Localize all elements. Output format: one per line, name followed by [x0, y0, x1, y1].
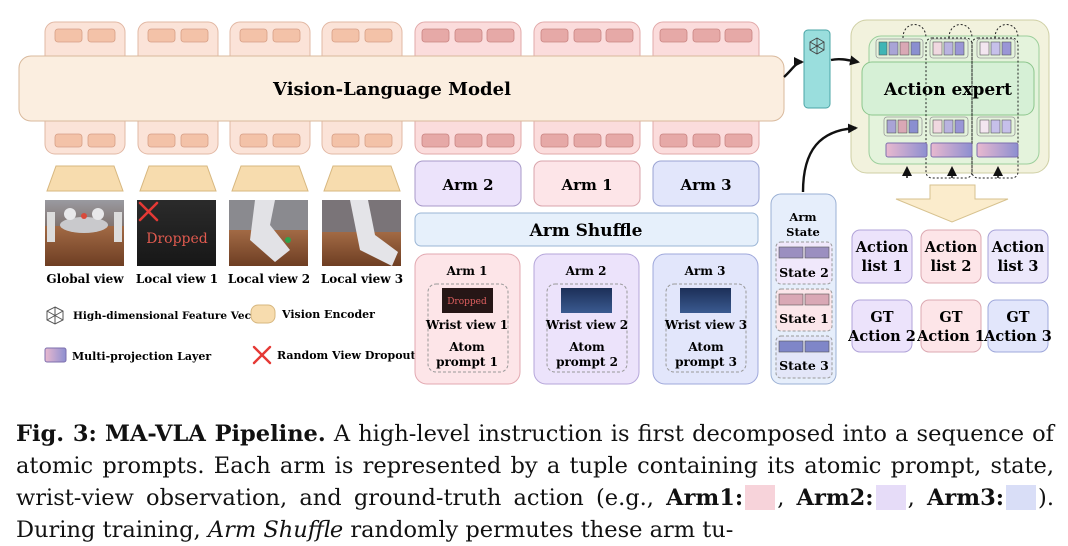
caption-arm3: Arm3:	[926, 485, 1005, 511]
atom-prompt-1-line2: prompt 1	[436, 355, 498, 369]
local-view-1-dropped-label: Dropped	[146, 231, 208, 247]
atom-prompt-2-line2: prompt 2	[556, 355, 618, 369]
legend-projection: Multi-projection Layer	[72, 350, 211, 363]
state-label-b: State 1	[779, 311, 829, 326]
arrow-vlm-to-feature	[783, 57, 804, 78]
state-label-a: State 2	[779, 265, 829, 280]
caption-text-3: randomly permutes these arm tu-	[350, 517, 734, 543]
view-label-local-2: Local view 2	[228, 272, 310, 286]
projection-layer-3	[976, 142, 1019, 158]
gt-action-a-line2: Action 2	[847, 328, 916, 345]
view-label-global: Global view	[46, 272, 124, 286]
arm-shuffle-bar	[414, 212, 759, 247]
gt-action-b-line2: Action 1	[916, 328, 985, 345]
wrist-view-3-image	[680, 288, 731, 313]
action-list-1-box	[851, 229, 913, 284]
global-view-image	[45, 200, 124, 266]
arm-panel-2	[533, 253, 640, 385]
wrist-view-3-label: Wrist view 3	[664, 318, 747, 332]
gt-action-b-line1: GT	[939, 309, 962, 326]
vision-encoders	[46, 165, 401, 192]
arm-row-label-c: Arm 3	[679, 176, 731, 194]
vlm-block	[18, 55, 785, 122]
atom-prompt-2-line1: Atom	[568, 340, 605, 354]
action-list-3-box	[987, 229, 1049, 284]
arm-state-title-1: Arm	[788, 210, 816, 224]
view-label-local-1: Local view 1	[136, 272, 218, 286]
caption-arm1: Arm1:	[666, 485, 744, 511]
wrist-view-1-image	[442, 288, 493, 313]
action-list-2-box	[920, 229, 982, 284]
arm-panel-3-title: Arm 3	[684, 264, 726, 278]
feature-vector-block-icon	[809, 37, 825, 55]
wrist-view-2-image	[561, 288, 612, 313]
arm-state-title-2: State	[786, 225, 820, 239]
arm-box-c	[652, 160, 760, 207]
wrist-view-1-label: Wrist view 1	[425, 318, 508, 332]
action-list-2-line1: Action	[924, 239, 978, 256]
dropout-icon	[138, 201, 159, 222]
arm-box-b	[533, 160, 641, 207]
arm3-swatch	[1006, 485, 1037, 510]
atom-prompt-3-line2: prompt 3	[675, 355, 737, 369]
projection-layer-2	[930, 142, 973, 158]
arm-shuffle-title: Arm Shuffle	[529, 221, 643, 241]
action-list-1-line1: Action	[855, 239, 909, 256]
arrow-feature-to-expert	[830, 55, 860, 66]
state-label-c: State 3	[779, 358, 829, 373]
view-label-local-3: Local view 3	[321, 272, 403, 286]
arm-panel-1-title: Arm 1	[446, 264, 488, 278]
arm-box-a	[414, 160, 522, 207]
action-list-2-line2: list 2	[930, 258, 971, 275]
gt-action-c-line1: GT	[1006, 309, 1029, 326]
gt-action-c-box	[987, 299, 1049, 353]
figure-caption: Fig. 3: MA-VLA Pipeline. A high-level in…	[16, 421, 1055, 543]
action-list-3-line2: list 3	[997, 258, 1038, 275]
feature-vector-icon	[46, 306, 64, 325]
caption-text-1: A high-level instruction is first decomp…	[16, 421, 1055, 511]
atom-prompt-3-line1: Atom	[687, 340, 724, 354]
legend-encoder-swatch	[250, 304, 276, 324]
vlm-title: Vision-Language Model	[272, 79, 511, 100]
caption-shuffle: Arm Shuffle	[207, 517, 344, 543]
arm2-swatch	[875, 485, 906, 510]
caption-label: Fig. 3:	[16, 421, 97, 447]
legend-vision-encoder: Vision Encoder	[281, 308, 375, 321]
arrow-state-to-expert	[801, 123, 858, 193]
local-view-3-image	[322, 200, 401, 266]
local-view-2-image	[229, 200, 308, 266]
output-arrow	[895, 184, 1009, 223]
caption-title: MA-VLA Pipeline.	[104, 421, 326, 447]
arm-row-label-b: Arm 1	[560, 176, 612, 194]
arm-panel-2-title: Arm 2	[565, 264, 607, 278]
atom-prompt-1-line1: Atom	[448, 340, 485, 354]
wrist-view-1-dropped: Dropped	[447, 297, 487, 307]
legend-feature-vector: High-dimensional Feature Vector	[73, 310, 269, 322]
legend-dropout: Random View Dropout	[277, 349, 417, 362]
arm-panel-3	[652, 253, 759, 385]
pipeline-diagram: Vision-Language Model Dropped Global vie…	[18, 19, 1052, 385]
gt-action-c-line2: Action 3	[983, 328, 1052, 345]
action-expert-title: Action expert	[883, 80, 1012, 100]
projection-layer-1	[885, 142, 928, 158]
gt-action-a-box	[851, 299, 913, 353]
action-list-1-line2: list 1	[861, 258, 902, 275]
gt-action-b-box	[920, 299, 982, 353]
action-expert-inner	[861, 61, 1035, 116]
gt-action-a-line1: GT	[870, 309, 893, 326]
wrist-view-2-label: Wrist view 2	[545, 318, 628, 332]
legend-projection-swatch	[44, 347, 67, 363]
caption-arm2: Arm2:	[796, 485, 874, 511]
arm1-swatch	[745, 485, 776, 510]
legend-dropout-icon	[252, 345, 272, 365]
action-list-3-line1: Action	[991, 239, 1045, 256]
arm-panel-1	[414, 253, 521, 385]
arm-row-label-a: Arm 2	[441, 176, 493, 194]
